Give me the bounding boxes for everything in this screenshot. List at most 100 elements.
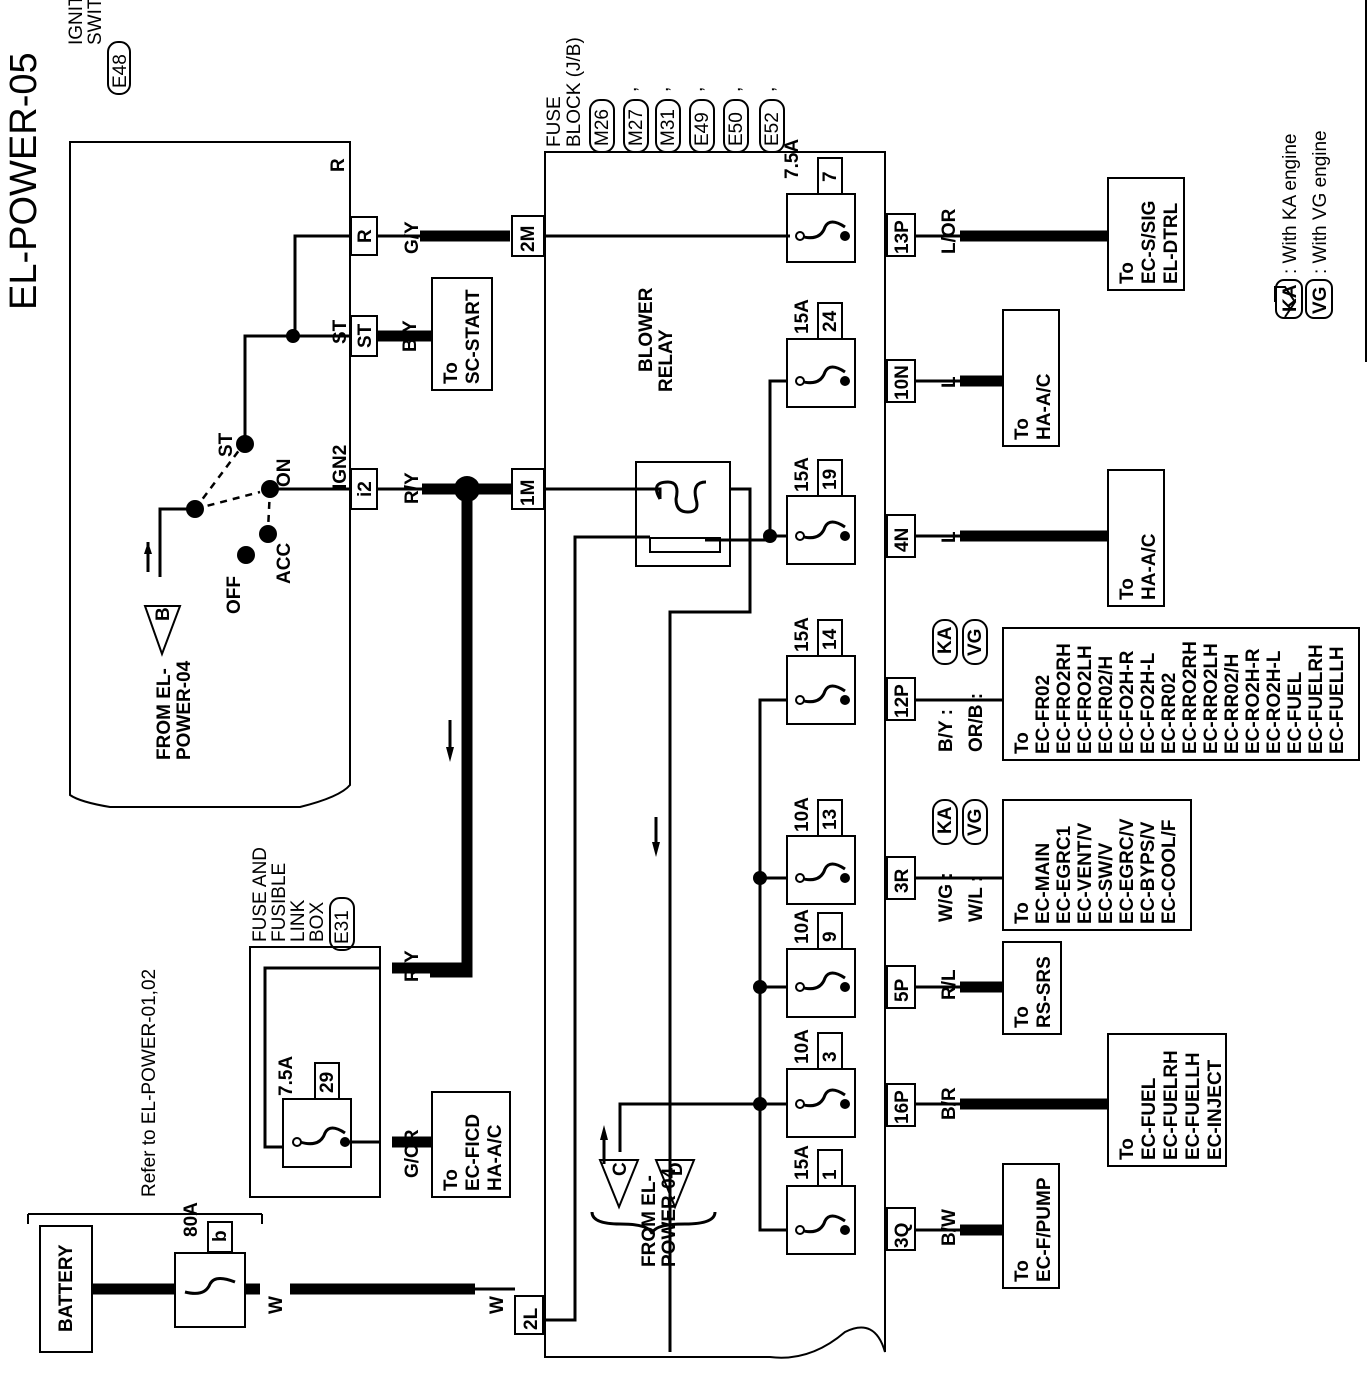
svg-text:KA: KA [1280, 284, 1301, 312]
svg-text:To: To [1117, 262, 1138, 284]
dest-ha-ac-1: To HA-A/C [1002, 309, 1060, 447]
svg-text:FUSIBLE: FUSIBLE [269, 863, 290, 942]
wire-w-2: W [487, 1296, 508, 1314]
svg-text:EL-DTRL: EL-DTRL [1161, 202, 1182, 284]
ka-legend-text: : With KA engine [1280, 134, 1301, 274]
wire-ry: R/Y [402, 472, 423, 504]
input-ref-b-label: B [153, 607, 174, 621]
svg-text:RS-SRS: RS-SRS [1034, 956, 1055, 1028]
svg-text:10N: 10N [892, 365, 913, 400]
svg-text:To: To [1117, 1138, 1138, 1160]
svg-text:L: L [939, 376, 960, 388]
svg-text:1: 1 [820, 1169, 841, 1180]
svg-text:,: , [758, 87, 779, 92]
position-acc: ACC [274, 543, 295, 584]
svg-text:VG: VG [965, 629, 986, 656]
position-on: ON [274, 459, 295, 488]
svg-text:VG: VG [965, 809, 986, 836]
blower-relay [635, 461, 731, 567]
fuse-block-connectors: M26 , M27 , M31 , E49 , E50 , E52 [589, 87, 785, 153]
wire-ry-2: R/Y [402, 950, 423, 982]
dest-rs-srs: To RS-SRS [1002, 941, 1062, 1035]
svg-text:M27: M27 [626, 109, 647, 146]
svg-text:HA-A/C: HA-A/C [1139, 533, 1160, 600]
svg-text:EC-FRO2RH: EC-FRO2RH [1054, 643, 1075, 754]
fusible-link-80a [174, 1252, 246, 1328]
connector-st [350, 315, 378, 357]
svg-text:14: 14 [820, 628, 841, 650]
svg-text:EC-SW/V: EC-SW/V [1096, 842, 1117, 924]
svg-text:B/Y :: B/Y : [936, 709, 957, 752]
svg-text:EC-FUEL: EC-FUEL [1139, 1077, 1160, 1160]
svg-text:EC-RR02: EC-RR02 [1159, 673, 1180, 754]
svg-text:15A: 15A [792, 457, 813, 492]
page-title: EL-POWER-05 [3, 52, 45, 310]
svg-text:10A: 10A [792, 1029, 813, 1064]
fusible-link-box-outline [249, 946, 381, 1198]
vg-legend-text: : With VG engine [1310, 130, 1331, 274]
fuse-1: 15A 1 [786, 1145, 856, 1255]
svg-text:EC-FR02: EC-FR02 [1033, 675, 1054, 754]
svg-text:HA-A/C: HA-A/C [1034, 373, 1055, 440]
svg-text:KA: KA [935, 806, 956, 834]
fuse-block-from-2: POWER-04 [659, 1167, 680, 1267]
svg-text:EC-RO2H-R: EC-RO2H-R [1243, 648, 1264, 754]
dest-ec-ficd [431, 1091, 511, 1198]
svg-text:W/L :: W/L : [966, 876, 987, 922]
svg-text:E50: E50 [726, 112, 747, 146]
svg-text:EC-FRO2LH: EC-FRO2LH [1075, 645, 1096, 754]
svg-text:24: 24 [820, 310, 841, 332]
svg-text:3: 3 [820, 1051, 841, 1062]
from-el-power-04: FROM EL- [154, 668, 175, 760]
fuse-3: 10A 3 [786, 1029, 856, 1138]
svg-text:VG: VG [1310, 287, 1331, 314]
legend: KA : With KA engine VG : With VG engine [1274, 130, 1333, 319]
svg-text:29: 29 [317, 1072, 338, 1093]
svg-text:To: To [1012, 732, 1033, 754]
svg-text:W/G :: W/G : [936, 872, 957, 922]
fuse-block-name-2: BLOCK (J/B) [564, 37, 585, 147]
svg-text:16P: 16P [892, 1090, 913, 1124]
svg-text:12P: 12P [892, 684, 913, 718]
svg-text:9: 9 [820, 931, 841, 942]
svg-text:E52: E52 [762, 112, 783, 146]
connector-i2 [350, 468, 378, 510]
svg-text:BOX: BOX [307, 902, 328, 942]
svg-text:EC-EGRC/V: EC-EGRC/V [1117, 818, 1138, 924]
svg-text:EC-FUEL: EC-FUEL [1285, 671, 1306, 754]
svg-text:10A: 10A [792, 909, 813, 944]
svg-text:EC-INJECT: EC-INJECT [1205, 1059, 1226, 1160]
wire-by: B/Y [400, 320, 421, 352]
input-ref-b [143, 605, 182, 657]
svg-text:M31: M31 [658, 109, 679, 146]
vg-badge [1305, 279, 1333, 319]
svg-text:5P: 5P [892, 978, 913, 1002]
fuse-9: 10A 9 [786, 909, 856, 1018]
svg-text:R/L: R/L [939, 969, 960, 1000]
svg-text:M26: M26 [592, 109, 613, 146]
svg-text:B/W: B/W [939, 1209, 960, 1246]
svg-text:EC-EGRC1: EC-EGRC1 [1054, 825, 1075, 924]
ignition-switch-box [69, 141, 351, 808]
svg-text:B/R: B/R [939, 1087, 960, 1120]
svg-text:HA-A/C: HA-A/C [485, 1124, 506, 1191]
svg-text:To: To [1012, 418, 1033, 440]
svg-text:R: R [355, 229, 376, 243]
refer-text: Refer to EL-POWER-01,02 [139, 969, 160, 1197]
terminal-r-label: R [328, 158, 349, 172]
dest-ha-ac-2: To HA-A/C [1107, 469, 1165, 607]
connector-r [350, 216, 378, 256]
position-off: OFF [224, 576, 245, 614]
svg-text:EC-COOL/F: EC-COOL/F [1159, 820, 1180, 925]
svg-text:To: To [1012, 902, 1033, 924]
svg-text:7: 7 [820, 171, 841, 182]
svg-text:EC-FUELLH: EC-FUELLH [1183, 1052, 1204, 1160]
svg-text:EC-RRO2LH: EC-RRO2LH [1201, 643, 1222, 754]
svg-text:i2: i2 [355, 481, 376, 497]
svg-text:4N: 4N [892, 528, 913, 552]
svg-text:To: To [441, 362, 462, 384]
svg-text:EC-MAIN: EC-MAIN [1033, 843, 1054, 924]
svg-text:EC-FUELLH: EC-FUELLH [1327, 646, 1348, 754]
svg-text:OR/B :: OR/B : [966, 693, 987, 752]
